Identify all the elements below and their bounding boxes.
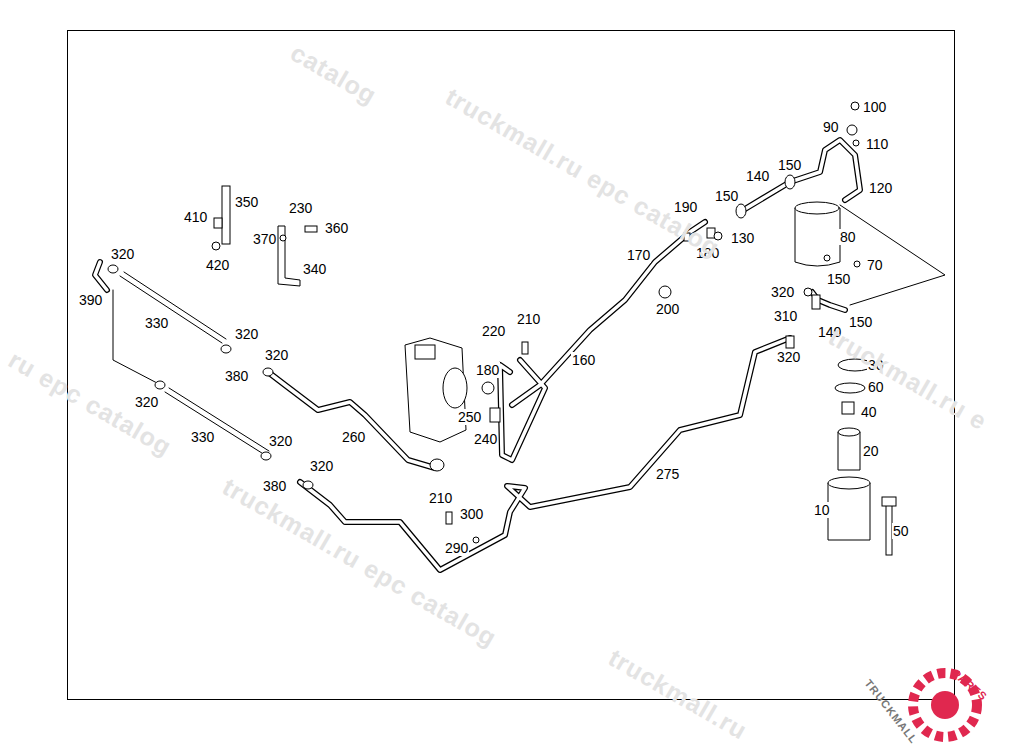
callout-number: 320: [110, 246, 135, 262]
callout-number: 320: [770, 284, 795, 300]
callout-number: 370: [252, 231, 277, 247]
callout-number: 150: [848, 314, 873, 330]
callout-number: 150: [777, 157, 802, 173]
callout-number: 200: [655, 301, 680, 317]
callout-number: 220: [481, 323, 506, 339]
callout-number: 320: [264, 347, 289, 363]
callout-number: 290: [444, 540, 469, 556]
watermark: catalog: [286, 38, 382, 110]
callout-number: 330: [190, 429, 215, 445]
pipes: [95, 140, 945, 570]
callout-number: 390: [78, 292, 103, 308]
callout-number: 260: [341, 429, 366, 445]
callout-number: 320: [134, 394, 159, 410]
callout-number: 160: [571, 352, 596, 368]
callout-number: 120: [868, 180, 893, 196]
callout-number: 320: [234, 326, 259, 342]
watermark: truckmall.ru epc catalog: [441, 82, 725, 263]
watermark: truckmall.ru e: [824, 322, 993, 436]
callout-number: 380: [224, 368, 249, 384]
callout-number: 320: [309, 458, 334, 474]
callout-number: 90: [822, 119, 840, 135]
callout-number: 130: [730, 230, 755, 246]
callout-number: 20: [862, 443, 880, 459]
callout-number: 210: [428, 490, 453, 506]
callout-number: 300: [459, 506, 484, 522]
callout-number: 210: [516, 311, 541, 327]
callout-number: 40: [860, 404, 878, 420]
callout-number: 170: [626, 247, 651, 263]
frame: [68, 31, 955, 700]
callout-number: 180: [475, 362, 500, 378]
callout-number: 110: [865, 136, 889, 152]
callout-number: 320: [268, 433, 293, 449]
callout-number: 275: [655, 466, 680, 482]
callout-number: 50: [892, 523, 910, 539]
callout-number: 100: [862, 99, 887, 115]
callout-number: 330: [144, 315, 169, 331]
callout-number: 10: [813, 502, 831, 518]
callout-number: 230: [288, 200, 313, 216]
watermark: truckmall.ru: [604, 643, 753, 746]
callout-number: 340: [302, 261, 327, 277]
callout-number: 70: [866, 257, 884, 273]
callout-number: 150: [714, 188, 739, 204]
callout-number: 320: [776, 349, 801, 365]
callout-number: 240: [473, 431, 498, 447]
callout-number: 410: [183, 209, 208, 225]
callout-number: 140: [745, 168, 770, 184]
callout-number: 310: [773, 308, 798, 324]
callout-number: 420: [205, 257, 230, 273]
callout-number: 350: [234, 194, 259, 210]
callout-number: 360: [324, 220, 349, 236]
callout-number: 250: [457, 409, 482, 425]
callout-number: 150: [826, 271, 851, 287]
callout-number: 80: [839, 229, 857, 245]
